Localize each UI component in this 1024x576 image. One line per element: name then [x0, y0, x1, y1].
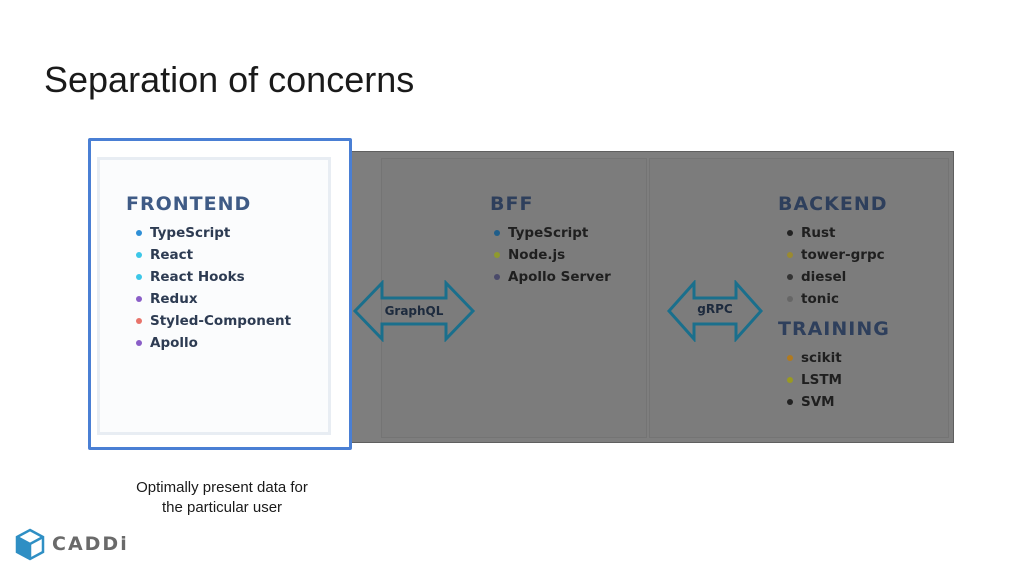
- frontend-list-item: React Hooks: [136, 266, 291, 288]
- frontend-item-label: Styled-Component: [150, 313, 292, 329]
- graphql-label: GraphQL: [384, 304, 444, 318]
- bullet-icon: [787, 399, 793, 405]
- training-heading: TRAINING: [778, 318, 890, 340]
- training-list-item: SVM: [787, 391, 842, 413]
- bullet-icon: [136, 296, 142, 302]
- frontend-list-item: Redux: [136, 288, 291, 310]
- bff-heading: BFF: [490, 193, 534, 215]
- bff-item-label: Node.js: [508, 247, 566, 263]
- frontend-item-label: React: [150, 247, 194, 263]
- architecture-diagram: [90, 151, 954, 443]
- grpc-double-arrow-icon: [666, 280, 764, 342]
- bullet-icon: [787, 296, 793, 302]
- training-list-item: LSTM: [787, 369, 842, 391]
- bullet-icon: [787, 230, 793, 236]
- bullet-icon: [136, 252, 142, 258]
- frontend-item-label: Redux: [150, 291, 198, 307]
- backend-list-item: tonic: [787, 288, 885, 310]
- backend-item-label: Rust: [801, 225, 836, 241]
- frontend-item-label: Apollo: [150, 335, 198, 351]
- frontend-heading: FRONTEND: [126, 193, 252, 215]
- frontend-list-item: Apollo: [136, 332, 291, 354]
- caption-line-1: Optimally present data for: [136, 479, 308, 496]
- frontend-caption: Optimally present data for the particula…: [100, 478, 344, 518]
- backend-heading: BACKEND: [778, 193, 888, 215]
- backend-list-item: Rust: [787, 222, 885, 244]
- frontend-item-label: React Hooks: [150, 269, 245, 285]
- bullet-icon: [494, 230, 500, 236]
- bff-list-item: Node.js: [494, 244, 611, 266]
- grpc-label: gRPC: [697, 302, 733, 316]
- backend-item-label: tower-grpc: [801, 247, 885, 263]
- backend-list-item: tower-grpc: [787, 244, 885, 266]
- backend-item-label: tonic: [801, 291, 839, 307]
- training-list-item: scikit: [787, 347, 842, 369]
- training-item-label: SVM: [801, 394, 835, 410]
- frontend-card-highlight: [88, 138, 352, 450]
- graphql-double-arrow-icon: [352, 280, 476, 342]
- backend-item-label: diesel: [801, 269, 847, 285]
- bullet-icon: [136, 318, 142, 324]
- bullet-icon: [787, 355, 793, 361]
- frontend-item-label: TypeScript: [150, 225, 231, 241]
- frontend-list-item: TypeScript: [136, 222, 291, 244]
- bullet-icon: [787, 274, 793, 280]
- bullet-icon: [494, 252, 500, 258]
- training-item-label: LSTM: [801, 372, 842, 388]
- training-item-label: scikit: [801, 350, 842, 366]
- bullet-icon: [494, 274, 500, 280]
- frontend-list-item: React: [136, 244, 291, 266]
- bff-item-label: Apollo Server: [508, 269, 611, 285]
- backend-list: Rust tower-grpc diesel tonic: [787, 222, 885, 310]
- company-logo: CADDi: [14, 527, 129, 561]
- logo-text: CADDi: [52, 533, 129, 555]
- bullet-icon: [787, 252, 793, 258]
- cube-icon: [15, 528, 45, 561]
- bff-item-label: TypeScript: [508, 225, 589, 241]
- bullet-icon: [787, 377, 793, 383]
- bff-list-item: Apollo Server: [494, 266, 611, 288]
- bullet-icon: [136, 274, 142, 280]
- bullet-icon: [136, 340, 142, 346]
- bullet-icon: [136, 230, 142, 236]
- bff-list-item: TypeScript: [494, 222, 611, 244]
- backend-list-item: diesel: [787, 266, 885, 288]
- caption-line-2: the particular user: [161, 499, 283, 516]
- slide-title: Separation of concerns: [44, 59, 415, 100]
- frontend-list-item: Styled-Component: [136, 310, 291, 332]
